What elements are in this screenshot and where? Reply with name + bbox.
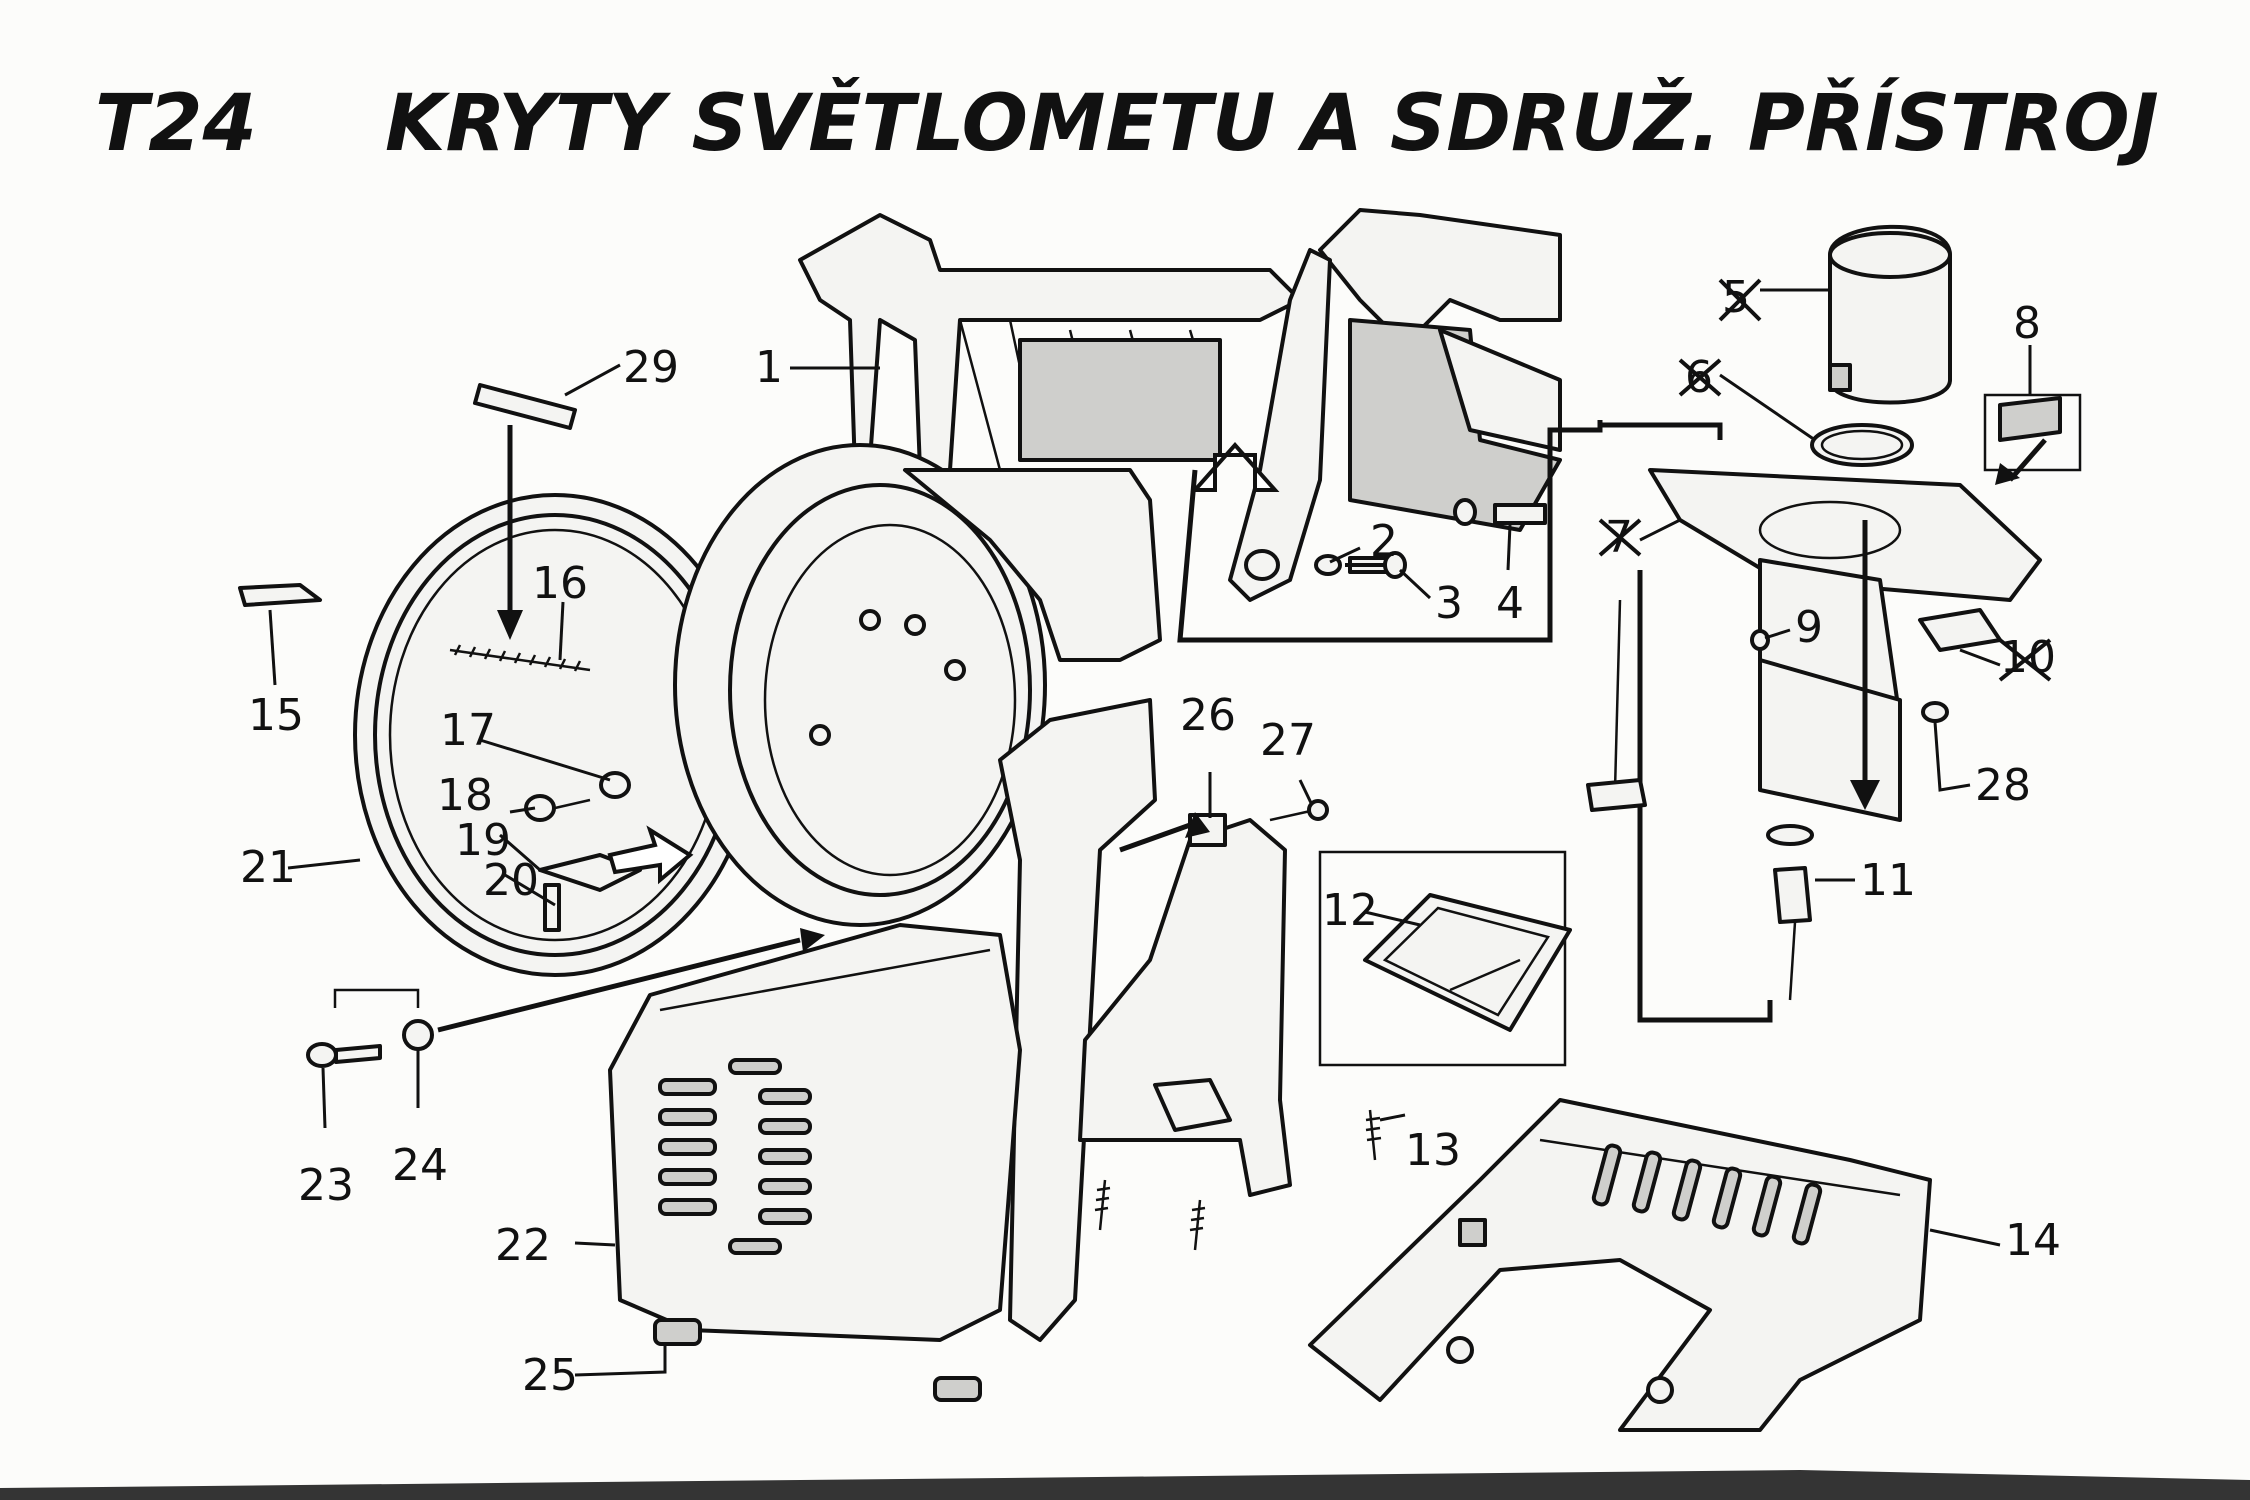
- label-13: 13: [1405, 1125, 1461, 1176]
- label-27: 27: [1260, 715, 1316, 766]
- cross-mark-7: [1598, 518, 1642, 557]
- label-22: 22: [495, 1220, 551, 1271]
- parts-23-24-bolt-washer: [306, 928, 825, 1068]
- part-29-pin: [473, 383, 577, 640]
- label-24: 24: [392, 1140, 448, 1191]
- label-14: 14: [2005, 1215, 2061, 1266]
- label-9: 9: [1795, 602, 1823, 653]
- part-10-clip: [1918, 608, 2002, 652]
- part-11-cable: [1586, 599, 1814, 1001]
- part-14-lower-shield: [1308, 1098, 1932, 1432]
- shield-vent-slots: [1591, 1143, 1823, 1246]
- assembly-route-line-b: [1600, 422, 1723, 440]
- label-29: 29: [623, 342, 679, 393]
- cross-mark-6: [1678, 358, 1722, 397]
- page-title: KRYTY SVĚTLOMETU A SDRUŽ. PŘÍSTROJ: [385, 76, 2159, 169]
- page-code: T24: [95, 79, 257, 169]
- label-3: 3: [1435, 578, 1463, 629]
- assembly-route-line-a: [1177, 420, 1603, 643]
- label-4: 4: [1496, 578, 1524, 629]
- headlight-shell: [673, 443, 1162, 927]
- label-15: 15: [248, 690, 304, 741]
- cross-mark-10: [1998, 638, 2052, 682]
- cross-mark-5: [1718, 278, 1762, 322]
- label-21: 21: [240, 842, 296, 893]
- label-19: 19: [455, 815, 511, 866]
- part-28-clip: [1921, 701, 1949, 723]
- part-26-bracket: [1078, 812, 1292, 1197]
- label-8: 8: [2013, 298, 2041, 349]
- part-25-grommet-b: [933, 1376, 982, 1402]
- label-5: 5: [1722, 272, 1750, 323]
- part-17-18-screw-washer: [524, 771, 631, 822]
- label-16: 16: [532, 558, 588, 609]
- hollow-arrow-up: [1190, 441, 1280, 492]
- loose-screws: [1094, 1179, 1206, 1251]
- label-18: 18: [437, 770, 493, 821]
- label-6: 6: [1685, 352, 1713, 403]
- label-12: 12: [1322, 885, 1378, 936]
- label-10: 10: [2000, 632, 2056, 683]
- label-7: 7: [1605, 512, 1633, 563]
- part-8-small-block: [1983, 393, 2082, 485]
- label-26: 26: [1180, 690, 1236, 741]
- label-23: 23: [298, 1160, 354, 1211]
- label-28: 28: [1975, 760, 2031, 811]
- part-25-grommet: [653, 1318, 702, 1346]
- part-12-gauge-inset: [1318, 850, 1572, 1067]
- label-2: 2: [1370, 516, 1398, 567]
- hollow-arrow-right: [607, 825, 694, 885]
- label-11: 11: [1860, 855, 1916, 906]
- page-edge-shadow: [0, 1470, 2250, 1500]
- leader-lines: [268, 288, 2032, 1377]
- part-9-screw: [1750, 629, 1770, 651]
- label-25: 25: [522, 1350, 578, 1401]
- callout-numbers: 1 2 3 4 5 6 7 8 9 10 11 12 13 14 15 16 1…: [240, 272, 2061, 1401]
- part-13-screw: [1365, 1109, 1382, 1161]
- part-16-spring: [449, 644, 591, 672]
- grille-slots: [658, 1058, 812, 1255]
- label-17: 17: [440, 705, 496, 756]
- part-22-lower-cover: [608, 698, 1157, 1342]
- part-1-upper-frame: [798, 208, 1562, 602]
- part-27-screw: [1269, 799, 1329, 822]
- part-15-clip: [238, 583, 322, 607]
- label-20: 20: [483, 855, 539, 906]
- label-1: 1: [755, 342, 783, 393]
- part-5-gauge-cup: [1828, 224, 1952, 405]
